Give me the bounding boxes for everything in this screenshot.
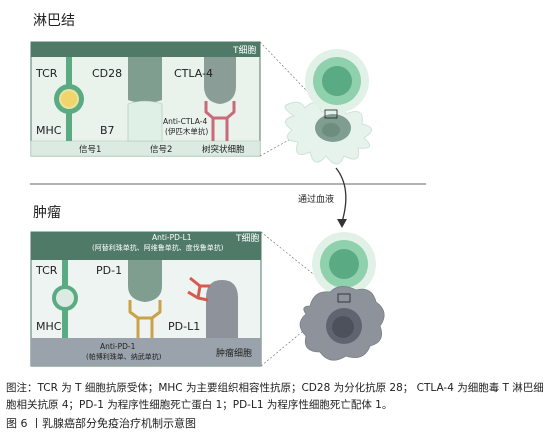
mhc-label-tumor: MHC	[36, 320, 62, 333]
anti-ctla4-label: Anti-CTLA-4	[163, 117, 207, 126]
dendritic-cell-label: 树突状细胞	[202, 144, 245, 155]
migration-label: 通过血液	[298, 193, 334, 205]
b7-label: B7	[100, 124, 115, 137]
ctla4-receptor	[204, 57, 236, 104]
pd1-label: PD-1	[96, 264, 122, 277]
migration-arrow	[335, 167, 347, 223]
synapse-zoom-box-bottom	[337, 293, 351, 303]
t-cell-illustration-top	[305, 49, 369, 113]
synapse-zoom-box-top	[324, 109, 338, 119]
figure-caption: 图注：TCR 为 T 细胞抗原受体；MHC 为主要组织相容性抗原；CD28 为分…	[6, 382, 544, 411]
cd28-b7-complex	[127, 57, 163, 142]
anti-pd1-antibody	[128, 300, 162, 338]
cd28-label: CD28	[92, 67, 122, 80]
anti-pdl1-antibody	[187, 276, 210, 302]
dendritic-cell-illustration	[284, 101, 372, 165]
anti-ctla4-drug-label: (伊匹木单抗)	[165, 126, 208, 136]
tumor-cell-label: 肿瘤细胞	[216, 347, 252, 359]
pdl1-ligand	[206, 280, 238, 338]
tumor-cell-illustration	[299, 286, 385, 361]
signal2-label: 信号2	[150, 144, 172, 155]
t-cell-label: T细胞	[232, 44, 257, 56]
anti-pdl1-drugs-label: (阿替利珠单抗、阿维鲁单抗、度伐鲁单抗)	[92, 243, 224, 252]
section-title-tumor: 肿瘤	[33, 204, 61, 221]
tcr-label: TCR	[35, 67, 58, 80]
pdl1-label: PD-L1	[168, 320, 200, 333]
tcr-mhc-complex	[54, 57, 84, 141]
figure-title: 图 6 丨乳腺癌部分免疫治疗机制示意图	[6, 417, 196, 430]
anti-pdl1-label: Anti-PD-L1	[152, 233, 192, 242]
migration-arrowhead	[337, 219, 347, 228]
anti-ctla4-antibody	[204, 101, 236, 141]
mhc-label: MHC	[36, 124, 62, 137]
ctla4-label: CTLA-4	[174, 67, 213, 80]
t-cell-illustration-bottom	[312, 232, 376, 296]
section-title-lymph-node: 淋巴结	[33, 13, 75, 29]
tcr-label-tumor: TCR	[35, 264, 58, 277]
zoom-lines-bottom	[260, 231, 339, 367]
anti-pd1-label: Anti-PD-1	[100, 342, 136, 351]
tcr-mhc-complex-tumor	[52, 260, 78, 338]
t-cell-label-tumor: T细胞	[235, 232, 260, 244]
anti-pd1-drugs-label: (帕博利珠单、纳武单抗)	[86, 352, 162, 361]
signal1-label: 信号1	[79, 144, 101, 155]
pd1-receptor	[128, 260, 162, 302]
